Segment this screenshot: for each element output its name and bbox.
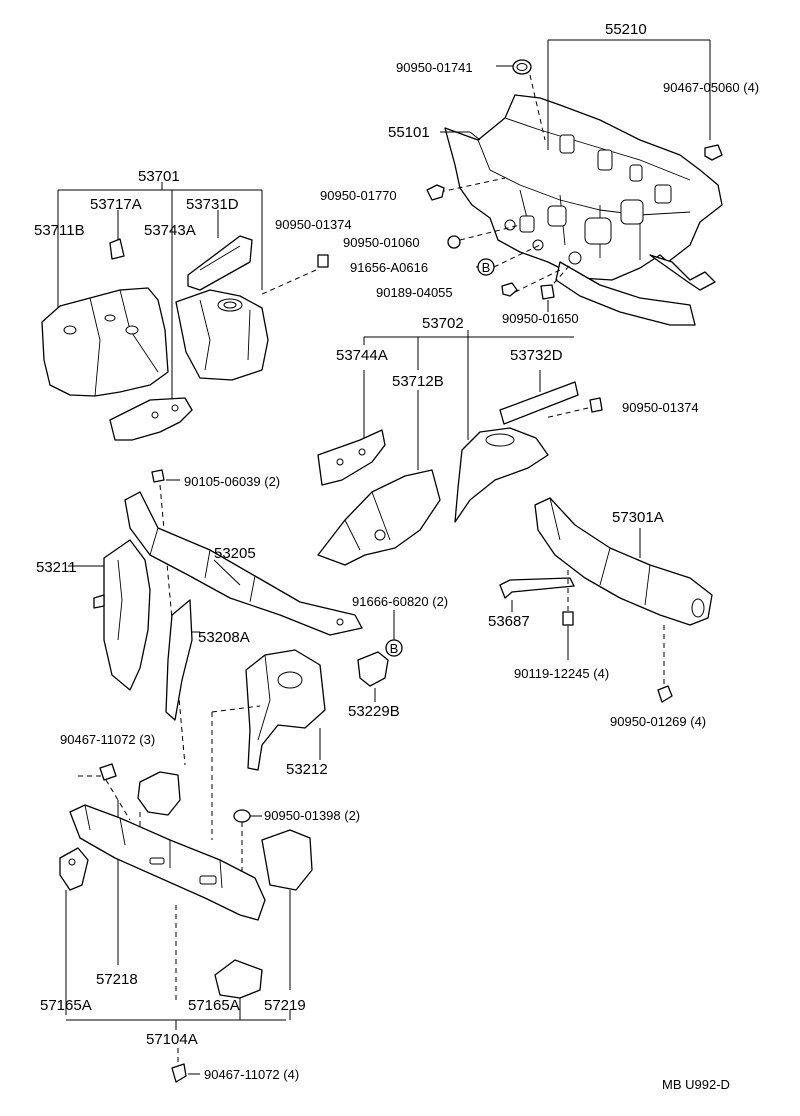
label-90189-04055: 90189-04055 [376, 285, 453, 300]
label-90950-01741: 90950-01741 [396, 60, 473, 75]
label-53743A: 53743A [144, 222, 196, 239]
apron-53712B [317, 469, 441, 566]
crossmember-57301A [534, 497, 713, 626]
label-53205: 53205 [214, 545, 256, 562]
label-53229B: 53229B [348, 703, 400, 720]
label-57301A: 57301A [612, 509, 664, 526]
bolt-icon [501, 282, 518, 297]
lower-support-group [59, 763, 313, 1083]
grommet-90950-01398 [233, 809, 251, 823]
label-53712B: 53712B [392, 373, 444, 390]
left-apron-group [41, 182, 329, 441]
label-90467-05060: 90467-05060 (4) [663, 80, 759, 95]
label-57165A-left: 57165A [40, 997, 92, 1014]
label-53711B: 53711B [34, 222, 85, 239]
label-90467-11072-a: 90467-11072 (3) [60, 732, 155, 747]
dash-fasteners: B [426, 59, 723, 300]
dash-panel-group [439, 39, 723, 326]
crossmember-53205 [124, 491, 363, 636]
bracket-57219 [261, 829, 313, 891]
radiator-support-group: B [68, 469, 403, 840]
label-53212: 53212 [286, 761, 328, 778]
label-57219: 57219 [264, 997, 306, 1014]
plug-small-icon [447, 235, 461, 249]
label-90467-11072-b: 90467-11072 (4) [204, 1067, 299, 1082]
support-57104A [69, 804, 266, 921]
bracket-53687 [499, 577, 575, 599]
bracket-53744A [317, 429, 386, 486]
bolt-90119 [562, 611, 574, 626]
nut-90950-01269 [657, 685, 673, 703]
crossmember-57301A-group [499, 497, 713, 703]
label-53211: 53211 [36, 559, 77, 576]
label-53701: 53701 [138, 168, 180, 185]
bracket-53212 [245, 649, 326, 771]
plug-icon [426, 184, 445, 201]
label-91656-A0616: 91656-A0616 [350, 260, 428, 275]
label-91666-60820: 91666-60820 (2) [352, 594, 448, 609]
label-53744A: 53744A [336, 347, 388, 364]
side-53211 [103, 539, 151, 691]
label-90950-01060: 90950-01060 [343, 235, 420, 250]
label-90950-01770: 90950-01770 [320, 188, 397, 203]
label-57165A-mid: 57165A [188, 997, 240, 1014]
bracket-53732D [499, 381, 579, 425]
clip-icon [704, 144, 723, 161]
label-53717A: 53717A [90, 196, 142, 213]
symbol-b-label-1: B [482, 260, 491, 275]
bracket-57165A-mid [214, 959, 263, 999]
label-90950-01398: 90950-01398 (2) [264, 808, 360, 823]
right-apron-group [317, 330, 603, 566]
label-55101: 55101 [388, 124, 430, 141]
label-55210: 55210 [605, 21, 647, 38]
drawing-code: MB U992-D [662, 1077, 730, 1092]
label-90950-01650: 90950-01650 [502, 311, 579, 326]
dash-panel-55101 [444, 94, 723, 281]
label-57104A: 57104A [146, 1031, 198, 1048]
label-90119-12245: 90119-12245 (4) [514, 666, 609, 681]
symbol-b-icon-1 [477, 258, 495, 276]
apron-53711B [41, 287, 169, 397]
label-90950-01269: 90950-01269 (4) [610, 714, 706, 729]
bracket-53229B [357, 651, 389, 687]
label-53702: 53702 [422, 315, 464, 332]
plug-square-icon [540, 284, 555, 300]
label-57218: 57218 [96, 971, 138, 988]
bracket-57165A-left [59, 847, 89, 891]
tower-53743A [175, 289, 269, 381]
label-53731D: 53731D [186, 196, 239, 213]
bracket-57218 [137, 771, 181, 816]
label-53687: 53687 [488, 613, 530, 630]
label-90950-01374-b: 90950-01374 [622, 400, 699, 415]
tower-right [454, 427, 549, 523]
bolt-90467-11072-bottom [171, 1063, 187, 1083]
symbol-b-label-2: B [390, 641, 399, 656]
label-90105-06039: 90105-06039 (2) [184, 474, 280, 489]
label-53732D: 53732D [510, 347, 563, 364]
bracket-53731D [187, 235, 253, 291]
label-90950-01374-a: 90950-01374 [275, 217, 352, 232]
strut-53208A [165, 599, 193, 721]
label-53208A: 53208A [198, 629, 250, 646]
